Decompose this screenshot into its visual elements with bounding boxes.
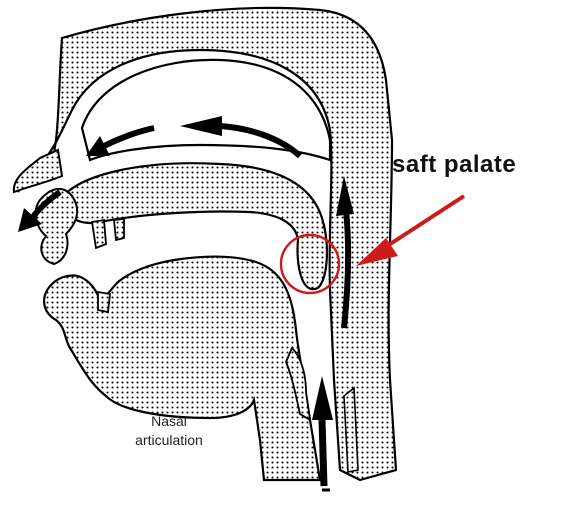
airflow-arrow-up-lower <box>322 420 324 486</box>
upper-lip <box>36 189 77 264</box>
airflow-arrowhead-up-lower <box>312 376 333 420</box>
nose-stipple <box>14 150 62 192</box>
caption-line-2: articulation <box>114 431 224 450</box>
caption-line-1: Nasal <box>114 412 224 431</box>
diagram-caption: Nasal articulation <box>114 412 224 450</box>
soft-palate-label: saft palate <box>392 151 516 179</box>
nasal-cavity <box>82 60 330 160</box>
upper-teeth <box>92 219 124 248</box>
lower-teeth <box>98 292 110 312</box>
